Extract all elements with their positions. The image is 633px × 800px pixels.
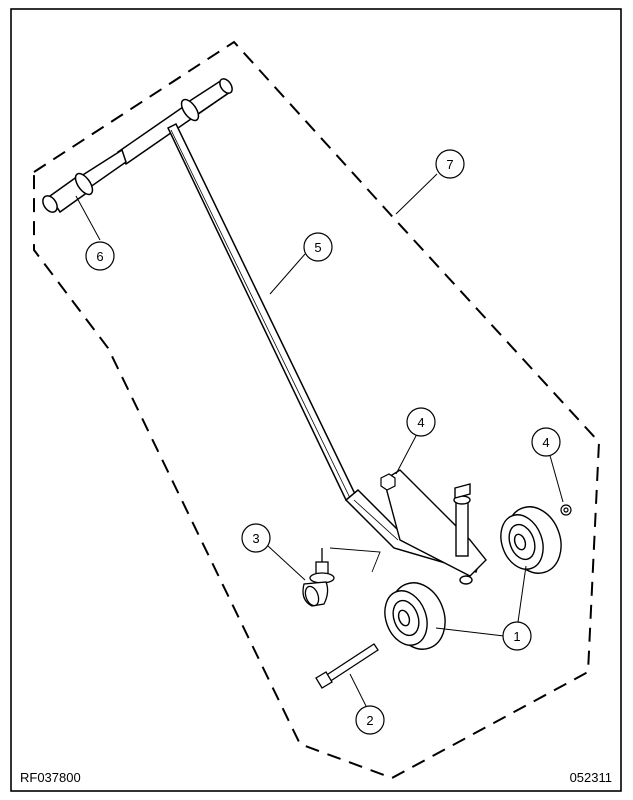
callout-4-left: 4 [406,407,436,437]
svg-text:7: 7 [446,157,453,172]
callout-3: 3 [241,523,271,553]
callout-1: 1 [502,621,532,651]
kit-boundary-outline [33,40,601,780]
svg-text:3: 3 [252,531,259,546]
page-border [10,8,622,792]
doc-id-label: RF037800 [20,770,81,785]
nut-left [380,473,396,491]
caster [302,547,381,607]
base-frame [383,469,487,585]
svg-text:4: 4 [542,435,549,450]
handle-crossbar [42,78,233,214]
callout-2: 2 [355,705,385,735]
leader-lines [75,173,564,707]
nut-right [560,504,572,516]
callout-6: 6 [85,241,115,271]
callout-5: 5 [303,232,333,262]
axle-bolt [315,643,379,689]
wheel-right [500,506,562,574]
svg-text:2: 2 [366,713,373,728]
svg-text:5: 5 [314,240,321,255]
callout-4-right: 4 [531,427,561,457]
callout-7: 7 [435,149,465,179]
svg-text:6: 6 [96,249,103,264]
svg-text:1: 1 [513,629,520,644]
date-code-label: 052311 [570,770,612,785]
svg-text:4: 4 [417,415,424,430]
wheel-left [384,582,446,650]
